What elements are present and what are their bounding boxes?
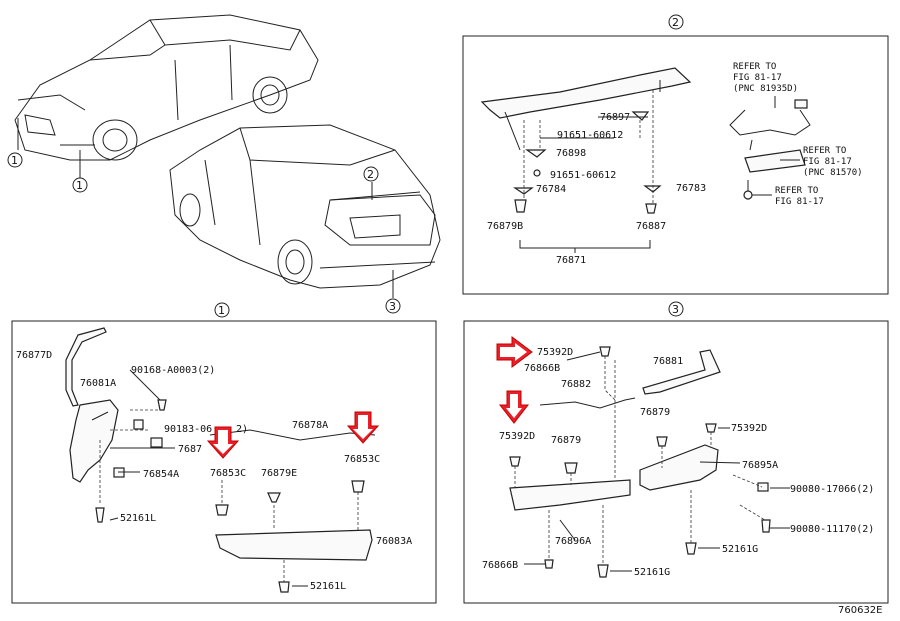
part-label: 76898 bbox=[556, 148, 586, 159]
ref-text: FIG 81-17 bbox=[733, 73, 782, 83]
callout-text: 1 bbox=[218, 304, 225, 317]
callout-panel-1: 1 bbox=[214, 302, 230, 318]
panel-2-frame bbox=[462, 35, 889, 295]
callout-front-1a: 1 bbox=[7, 152, 23, 168]
part-label: 7687 bbox=[178, 444, 202, 455]
callout-text: 1 bbox=[76, 179, 83, 192]
part-label: 2) bbox=[236, 424, 248, 435]
panel-3-parts bbox=[509, 346, 790, 578]
callout-front-1b: 1 bbox=[72, 177, 88, 193]
ref-text: REFER TO bbox=[775, 186, 818, 196]
part-label: 90168-A0003(2) bbox=[131, 365, 215, 376]
spoiler-fasteners bbox=[513, 90, 662, 253]
part-label: 76081A bbox=[80, 378, 116, 389]
part-label: 76882 bbox=[561, 379, 591, 390]
ref-text: FIG 81-17 bbox=[803, 157, 852, 167]
ref-text: FIG 81-17 bbox=[775, 197, 824, 207]
panel-1-labels: 76877D 76081A 90168-A0003(2) 90183-06 2)… bbox=[16, 350, 412, 592]
front-car-illustration bbox=[14, 14, 319, 178]
callout-text: 3 bbox=[389, 300, 396, 313]
part-label: 52161G bbox=[722, 544, 758, 555]
part-label: 76879E bbox=[261, 468, 297, 479]
part-label: 75392D bbox=[731, 423, 767, 434]
panel-2-labels: 76897 91651-60612 76898 91651-60612 7678… bbox=[487, 112, 706, 266]
callout-text: 2 bbox=[367, 168, 374, 181]
callout-rear-2: 2 bbox=[363, 166, 379, 182]
part-label: 91651-60612 bbox=[550, 170, 616, 181]
part-label: 76879 bbox=[551, 435, 581, 446]
part-label: 76877D bbox=[16, 350, 52, 361]
spoiler-part bbox=[480, 67, 692, 151]
part-label: 75392D bbox=[537, 347, 573, 358]
part-label: 76783 bbox=[676, 183, 706, 194]
callout-text: 1 bbox=[11, 154, 18, 167]
part-label: 52161L bbox=[120, 513, 156, 524]
part-label: 76083A bbox=[376, 536, 412, 547]
part-label: 76784 bbox=[536, 184, 566, 195]
panel-1-frame bbox=[11, 320, 437, 604]
part-label: 90080-17066(2) bbox=[790, 484, 874, 495]
panel-3-frame bbox=[463, 320, 889, 604]
panel-1-parts bbox=[65, 327, 376, 593]
callout-panel-3: 3 bbox=[668, 301, 684, 317]
rear-car-illustration bbox=[169, 124, 441, 298]
part-label: 76871 bbox=[556, 255, 586, 266]
part-label: 90183-06 bbox=[164, 424, 212, 435]
part-label: 76879 bbox=[640, 407, 670, 418]
part-label: 76866B bbox=[482, 560, 518, 571]
highlight-arrow-down-76853c-right bbox=[346, 411, 380, 444]
wire-harness-part bbox=[729, 99, 811, 200]
highlight-arrow-down-75392d bbox=[498, 390, 530, 424]
ref-text: (PNC 81570) bbox=[803, 168, 863, 178]
part-label: 76896A bbox=[555, 536, 591, 547]
ref-text: (PNC 81935D) bbox=[733, 84, 798, 94]
ref-text: REFER TO bbox=[733, 62, 776, 72]
part-label: 52161L bbox=[310, 581, 346, 592]
part-label: 76881 bbox=[653, 356, 683, 367]
part-label: 75392D bbox=[499, 431, 535, 442]
callout-rear-3: 3 bbox=[385, 298, 401, 314]
highlight-arrow-down-76853c-left bbox=[206, 426, 240, 459]
part-label: 52161G bbox=[634, 567, 670, 578]
callout-text: 3 bbox=[672, 303, 679, 316]
part-label: 76887 bbox=[636, 221, 666, 232]
panel-2-references: REFER TO FIG 81-17 (PNC 81935D) REFER TO… bbox=[733, 62, 863, 207]
part-label: 76866B bbox=[524, 363, 560, 374]
part-label: 76878A bbox=[292, 420, 328, 431]
part-label: 76895A bbox=[742, 460, 778, 471]
part-label: 76854A bbox=[143, 469, 179, 480]
part-label: 91651-60612 bbox=[557, 130, 623, 141]
part-label: 76853C bbox=[210, 468, 246, 479]
part-label: 76853C bbox=[344, 454, 380, 465]
ref-text: REFER TO bbox=[803, 146, 846, 156]
callout-panel-2: 2 bbox=[668, 14, 684, 30]
figure-code: 760632E bbox=[838, 605, 883, 616]
highlight-arrow-right-75392d bbox=[496, 336, 533, 368]
panel-3-labels: 75392D 76866B 76881 76882 76879 75392D 7… bbox=[482, 347, 874, 578]
part-label: 76879B bbox=[487, 221, 523, 232]
part-label: 90080-11170(2) bbox=[790, 524, 874, 535]
callout-text: 2 bbox=[672, 16, 679, 29]
